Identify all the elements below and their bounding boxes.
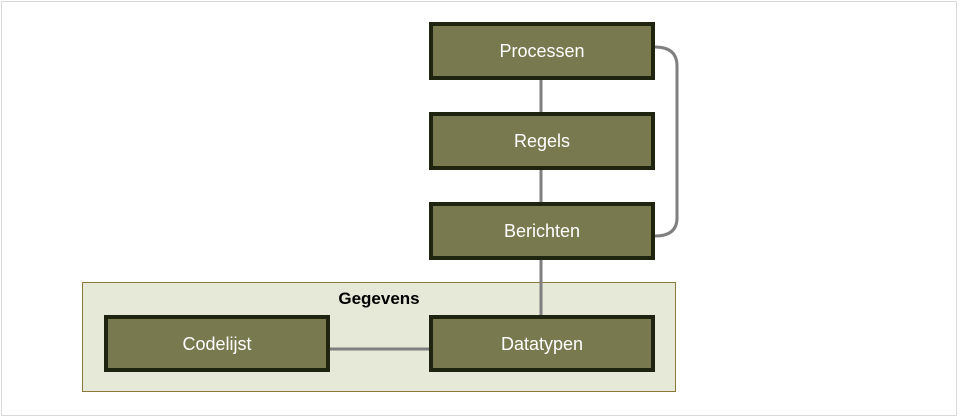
connector-processen-berichten — [654, 45, 679, 238]
node-berichten: Berichten — [429, 202, 655, 260]
node-processen: Processen — [429, 22, 655, 80]
node-processen-label: Processen — [499, 41, 585, 61]
node-regels: Regels — [429, 112, 655, 170]
node-codelijst-label: Codelijst — [182, 333, 252, 354]
gegevens-group-title: Gegevens — [338, 289, 420, 308]
node-codelijst: Codelijst — [104, 315, 330, 372]
node-berichten-label: Berichten — [503, 221, 581, 241]
node-datatypen-label: Datatypen — [500, 333, 584, 354]
node-regels-label: Regels — [513, 131, 571, 151]
node-datatypen: Datatypen — [429, 315, 655, 372]
